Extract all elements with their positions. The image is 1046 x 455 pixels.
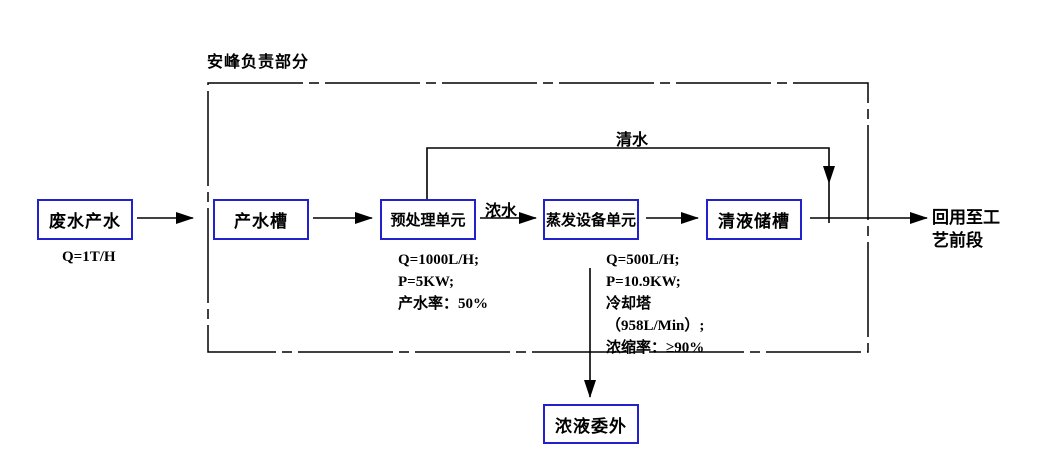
annotation-pretreatment-line1: Q=1000L/H; <box>398 252 480 268</box>
annotation-pretreatment: Q=1000L/H; P=5KW; 产水率：50% <box>398 249 488 315</box>
annotation-evaporation-line3: 冷却塔 <box>606 296 652 312</box>
node-concentrate-outsourced-label: 浓液委外 <box>555 416 627 436</box>
annotation-evaporation: Q=500L/H; P=10.9KW; 冷却塔 （958L/Min）; 浓缩率：… <box>606 249 704 359</box>
node-clear-tank-label: 清液储槽 <box>718 212 790 231</box>
annotation-pretreatment-line2: P=5KW; <box>398 274 455 290</box>
label-reuse-line2: 艺前段 <box>932 231 983 250</box>
label-reuse-line1: 回用至工 <box>932 208 1000 227</box>
label-reuse-destination: 回用至工 艺前段 <box>932 206 1000 252</box>
node-clear-tank: 清液储槽 <box>706 199 802 240</box>
annotation-evaporation-line4: （958L/Min）; <box>606 318 705 334</box>
node-concentrate-outsourced: 浓液委外 <box>543 404 639 444</box>
clear-water-arrowhead <box>823 166 835 184</box>
label-clear-water: 清水 <box>616 132 649 149</box>
label-concentrated-water: 浓水 <box>485 203 518 220</box>
node-product-tank-label: 产水槽 <box>234 212 288 231</box>
annotation-evaporation-line2: P=10.9KW; <box>606 274 681 290</box>
annotation-evaporation-line5: 浓缩率：≥90% <box>606 340 705 356</box>
annotation-evaporation-line1: Q=500L/H; <box>606 252 680 268</box>
node-product-tank: 产水槽 <box>213 199 309 240</box>
annotation-wastewater-flow: Q=1T/H <box>62 249 116 265</box>
node-wastewater-label: 废水产水 <box>49 212 121 231</box>
node-evaporation-label: 蒸发设备单元 <box>545 213 636 229</box>
edge-clear-water-recycle <box>426 147 830 223</box>
boundary-title: 安峰负责部分 <box>207 54 310 71</box>
node-evaporation: 蒸发设备单元 <box>543 199 639 240</box>
node-pretreatment: 预处理单元 <box>380 199 476 240</box>
node-wastewater: 废水产水 <box>37 199 133 240</box>
annotation-pretreatment-line3: 产水率：50% <box>398 296 489 312</box>
node-pretreatment-label: 预处理单元 <box>390 213 466 229</box>
